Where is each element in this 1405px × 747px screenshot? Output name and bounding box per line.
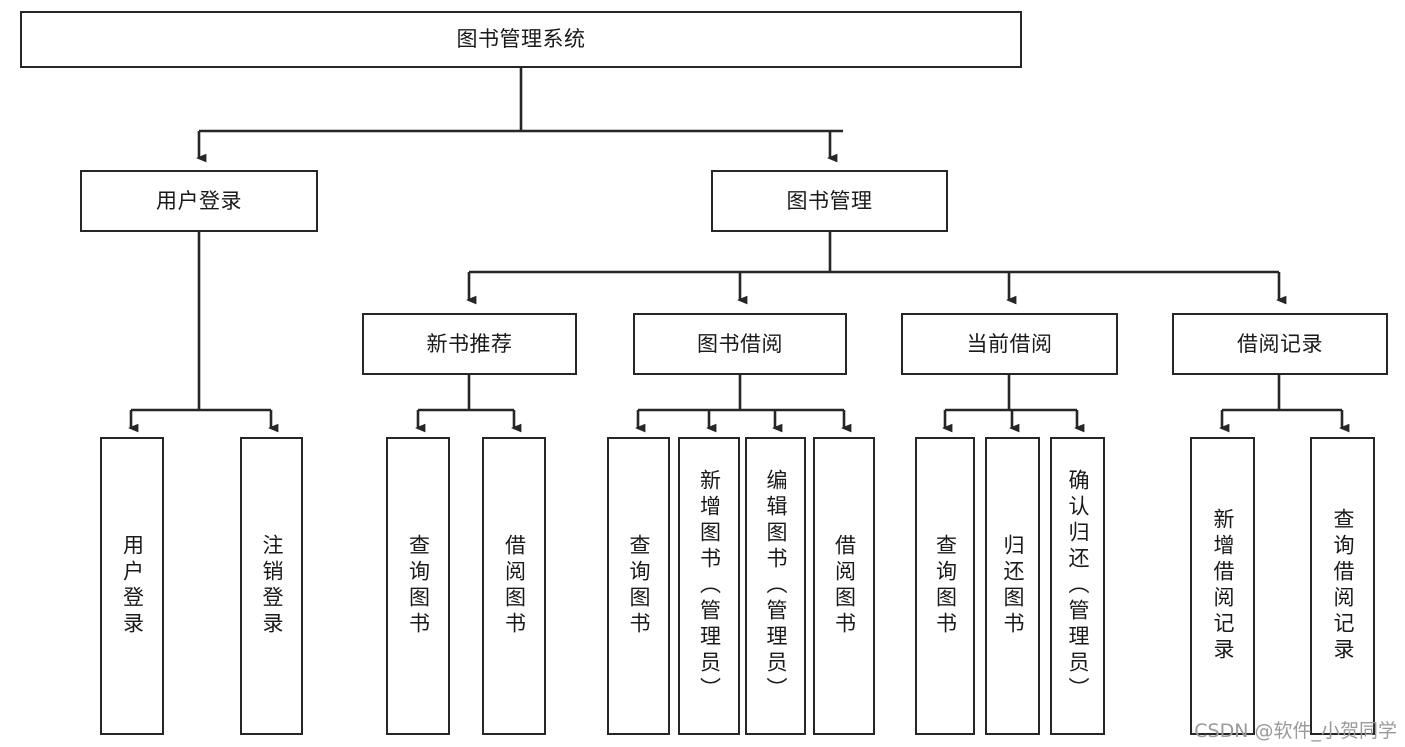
leaf-search-book-rec[interactable]: 查询图书 xyxy=(386,437,450,735)
node-root-label: 图书管理系统 xyxy=(456,27,586,52)
leaf-search-borrow-record[interactable]: 查询借阅记录 xyxy=(1310,437,1375,735)
leaf-user-login[interactable]: 用户登录 xyxy=(100,437,164,735)
leaf-borrow-book-rec-label: 借阅图书 xyxy=(502,534,527,638)
leaf-search-book-current-label: 查询图书 xyxy=(933,534,958,638)
leaf-search-book-rec-label: 查询图书 xyxy=(406,534,431,638)
leaf-add-book-admin-label: 新增图书（管理员） xyxy=(697,469,722,703)
leaf-borrow-book-label: 借阅图书 xyxy=(832,534,857,638)
leaf-return-book[interactable]: 归还图书 xyxy=(985,437,1040,735)
leaf-borrow-book-rec[interactable]: 借阅图书 xyxy=(482,437,546,735)
leaf-logout[interactable]: 注销登录 xyxy=(240,437,303,735)
leaf-add-borrow-record-label: 新增借阅记录 xyxy=(1211,508,1235,664)
node-borrow-record[interactable]: 借阅记录 xyxy=(1172,313,1388,375)
node-root[interactable]: 图书管理系统 xyxy=(20,11,1022,68)
leaf-logout-label: 注销登录 xyxy=(260,534,284,638)
leaf-search-book-current[interactable]: 查询图书 xyxy=(915,437,975,735)
node-new-book-recommend[interactable]: 新书推荐 xyxy=(362,313,577,375)
leaf-add-borrow-record[interactable]: 新增借阅记录 xyxy=(1190,437,1255,735)
node-new-book-recommend-label: 新书推荐 xyxy=(426,331,513,356)
node-book-management[interactable]: 图书管理 xyxy=(711,170,948,232)
node-user-login-label: 用户登录 xyxy=(156,188,242,213)
leaf-borrow-book[interactable]: 借阅图书 xyxy=(813,437,875,735)
node-borrow-record-label: 借阅记录 xyxy=(1237,331,1323,356)
leaf-confirm-return-admin-label: 确认归还（管理员） xyxy=(1066,469,1090,703)
leaf-confirm-return-admin[interactable]: 确认归还（管理员） xyxy=(1050,437,1105,735)
node-book-borrow-label: 图书借阅 xyxy=(697,331,783,356)
node-book-borrow[interactable]: 图书借阅 xyxy=(633,313,847,375)
node-current-borrow-label: 当前借阅 xyxy=(966,331,1053,356)
node-book-management-label: 图书管理 xyxy=(786,188,873,213)
node-user-login[interactable]: 用户登录 xyxy=(80,170,318,232)
leaf-edit-book-admin[interactable]: 编辑图书（管理员） xyxy=(745,437,806,735)
node-current-borrow[interactable]: 当前借阅 xyxy=(901,313,1118,375)
leaf-search-book[interactable]: 查询图书 xyxy=(607,437,670,735)
leaf-edit-book-admin-label: 编辑图书（管理员） xyxy=(764,469,788,703)
leaf-search-borrow-record-label: 查询借阅记录 xyxy=(1331,508,1355,664)
watermark: CSDN @软件_小贺同学 xyxy=(1194,720,1397,742)
leaf-add-book-admin[interactable]: 新增图书（管理员） xyxy=(678,437,740,735)
leaf-return-book-label: 归还图书 xyxy=(1001,534,1025,638)
leaf-user-login-label: 用户登录 xyxy=(120,534,145,638)
leaf-search-book-label: 查询图书 xyxy=(627,534,651,638)
